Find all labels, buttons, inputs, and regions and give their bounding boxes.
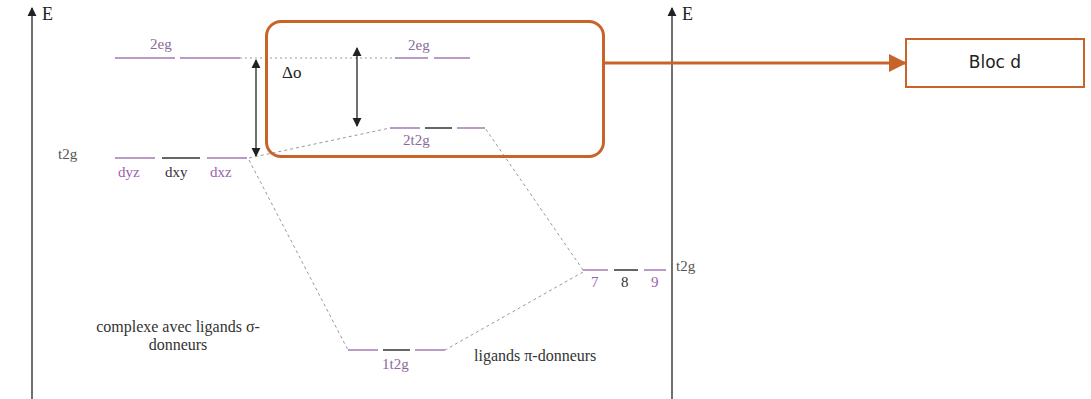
caption-label: complexe avec ligands σ-donneurs	[88, 318, 268, 355]
callout-text: Bloc d	[969, 53, 1021, 73]
level-label: t2g	[676, 258, 695, 275]
level	[395, 57, 428, 59]
energy-axis	[671, 8, 672, 399]
callout-arrow	[605, 62, 905, 65]
level-label: 2eg	[408, 37, 430, 54]
level	[207, 157, 247, 159]
axis-label: E	[682, 4, 693, 25]
orbital-label: dxz	[210, 164, 232, 181]
level	[425, 127, 452, 129]
level	[162, 157, 200, 159]
callout-number: 9	[651, 274, 659, 291]
level	[457, 127, 485, 129]
level	[115, 157, 155, 159]
callout-number: 7	[591, 274, 599, 291]
level	[383, 349, 410, 351]
level	[583, 269, 608, 271]
level	[415, 349, 445, 351]
double-arrow	[356, 48, 357, 126]
correlation-line	[249, 160, 348, 350]
energy-axis	[31, 8, 32, 399]
correlation-line	[445, 272, 583, 350]
level	[390, 127, 420, 129]
correlation-line	[485, 128, 583, 270]
highlight-frame: 2egΔo 2t2g	[265, 20, 605, 158]
level	[614, 269, 638, 271]
callout-box: Bloc d	[905, 38, 1085, 88]
level	[115, 57, 175, 59]
correlation-line	[249, 128, 390, 158]
level-label: 2eg	[150, 36, 172, 53]
axis-label: E	[42, 4, 53, 25]
level	[434, 57, 470, 59]
double-arrow	[255, 60, 256, 156]
delta-label: Δo	[282, 63, 301, 83]
level-label: 1t2g	[382, 356, 409, 373]
level-label: t2g	[58, 146, 77, 163]
level	[644, 269, 666, 271]
orbital-label: dxy	[165, 164, 188, 181]
dotted-line	[240, 58, 395, 59]
level	[348, 349, 378, 351]
level	[180, 57, 240, 59]
callout-number: 8	[621, 274, 629, 291]
orbital-label: dyz	[118, 164, 140, 181]
caption-label: ligands π-donneurs	[474, 347, 596, 365]
level-label: 2t2g	[403, 132, 430, 149]
